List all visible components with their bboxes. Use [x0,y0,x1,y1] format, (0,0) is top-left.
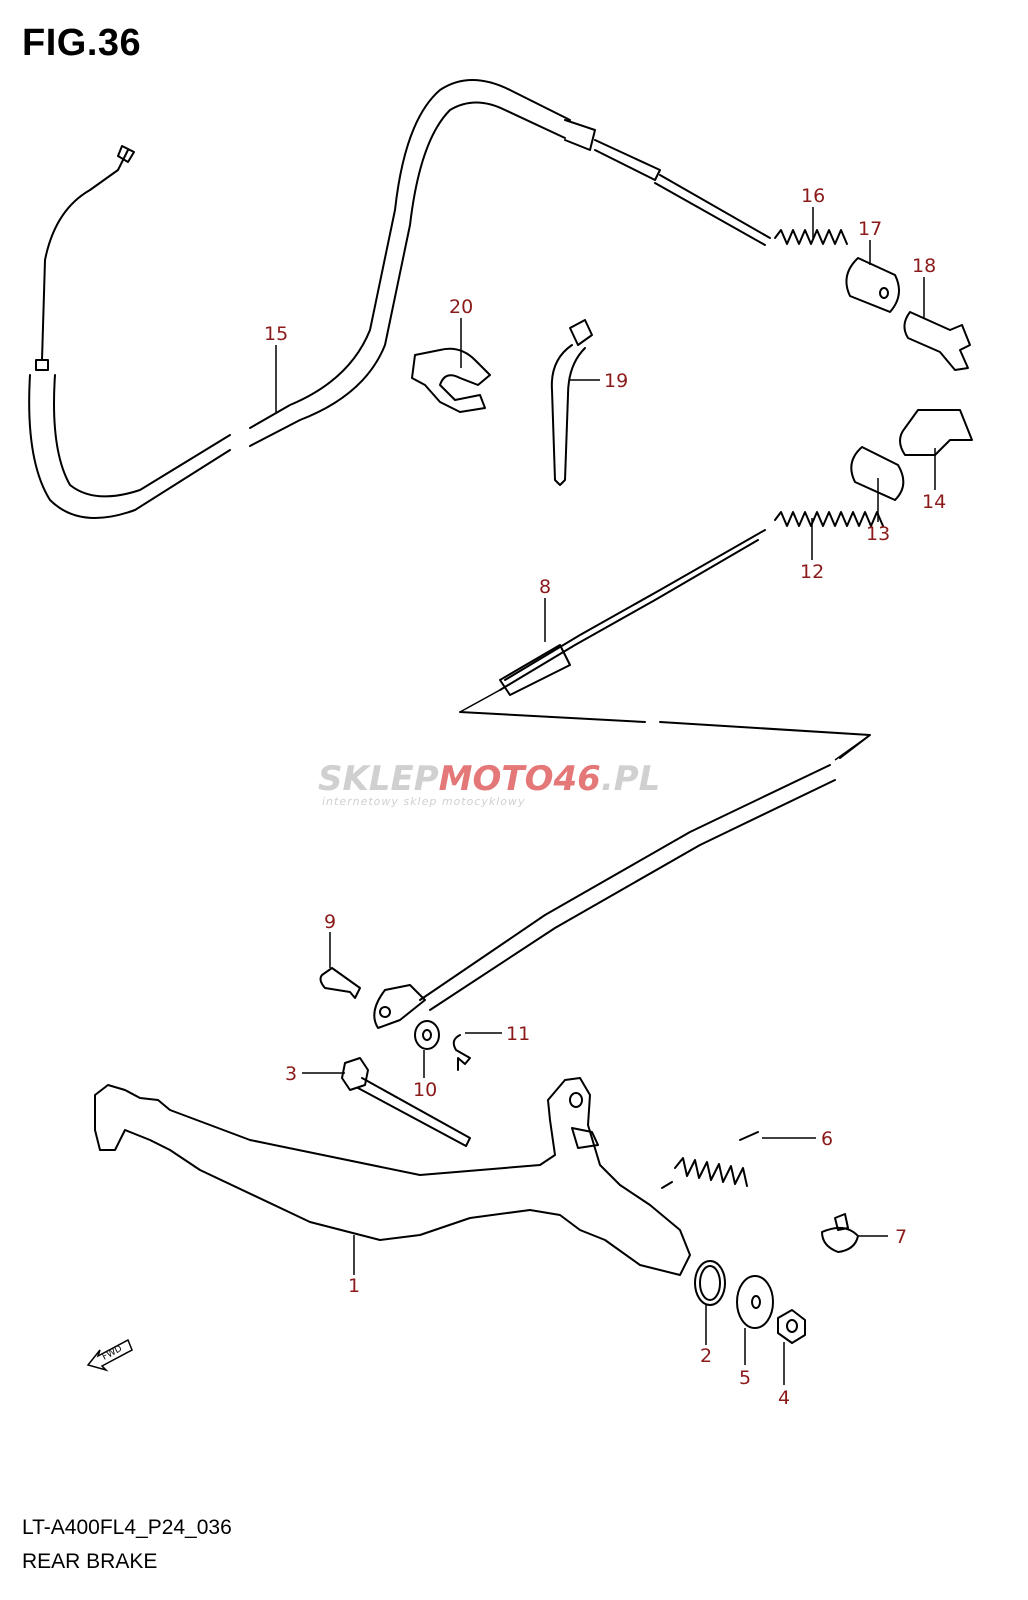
callout-10: 10 [413,1079,437,1101]
watermark-brand-c: 46 [553,759,601,799]
part-19-cable-tie [550,319,593,486]
callout-20: 20 [449,296,473,318]
part-12-spring [774,511,884,527]
part-14-holder [899,409,973,456]
svg-text:SKLEPMOTO46.PL: SKLEPMOTO46.PL [318,759,660,799]
callout-1: 1 [348,1275,360,1297]
callout-2: 2 [700,1345,712,1367]
diagram-name: REAR BRAKE [22,1550,158,1573]
watermark-brand-a: SKLEP [318,759,439,799]
callout-3: 3 [285,1063,297,1085]
callout-4: 4 [778,1387,790,1409]
part-1-brake-pedal [94,1077,691,1276]
part-8-cable-lower [373,529,871,1029]
part-13-cylinder [850,446,905,501]
callout-leaders [275,207,936,1385]
part-17-cylinder [845,257,900,313]
callout-11: 11 [506,1023,530,1045]
part-18-holder [903,311,971,371]
part-11-cotter-pin [452,1034,471,1071]
watermark: SKLEPMOTO46.PL internetowy sklep motocyk… [318,759,660,808]
part-2-o-ring [694,1260,726,1306]
callout-12: 12 [800,561,824,583]
figure-title: FIG.36 [22,22,142,64]
part-20-clamp [411,347,491,413]
part-5-washer [736,1275,774,1329]
watermark-brand-d: .PL [601,759,661,799]
part-7-adjuster [821,1213,859,1253]
callout-8: 8 [539,576,551,598]
part-4-nut [777,1309,806,1344]
callout-5: 5 [739,1367,751,1389]
watermark-brand-b: MOTO [439,759,554,799]
callout-17: 17 [858,218,882,240]
callout-16: 16 [801,185,825,207]
part-10-washer [414,1020,440,1050]
callout-18: 18 [912,255,936,277]
diagram-code: LT-A400FL4_P24_036 [22,1516,232,1539]
part-15-cable-upper [28,79,771,519]
part-9-pin [319,967,361,999]
callout-6: 6 [821,1128,833,1150]
callout-14: 14 [922,491,946,513]
watermark-tagline: internetowy sklep motocyklowy [322,795,526,808]
callout-19: 19 [604,370,628,392]
part-16-spring [774,229,848,245]
callout-15: 15 [264,323,288,345]
fwd-arrow-icon: FWD [86,1338,133,1372]
callout-labels: 15 20 19 16 17 18 14 13 12 8 9 10 11 3 1… [264,185,946,1409]
part-6-return-spring [661,1131,759,1189]
callout-7: 7 [895,1226,907,1248]
part-3-bolt [341,1057,471,1147]
callout-13: 13 [866,523,890,545]
break-marks [459,689,871,761]
callout-9: 9 [324,911,336,933]
